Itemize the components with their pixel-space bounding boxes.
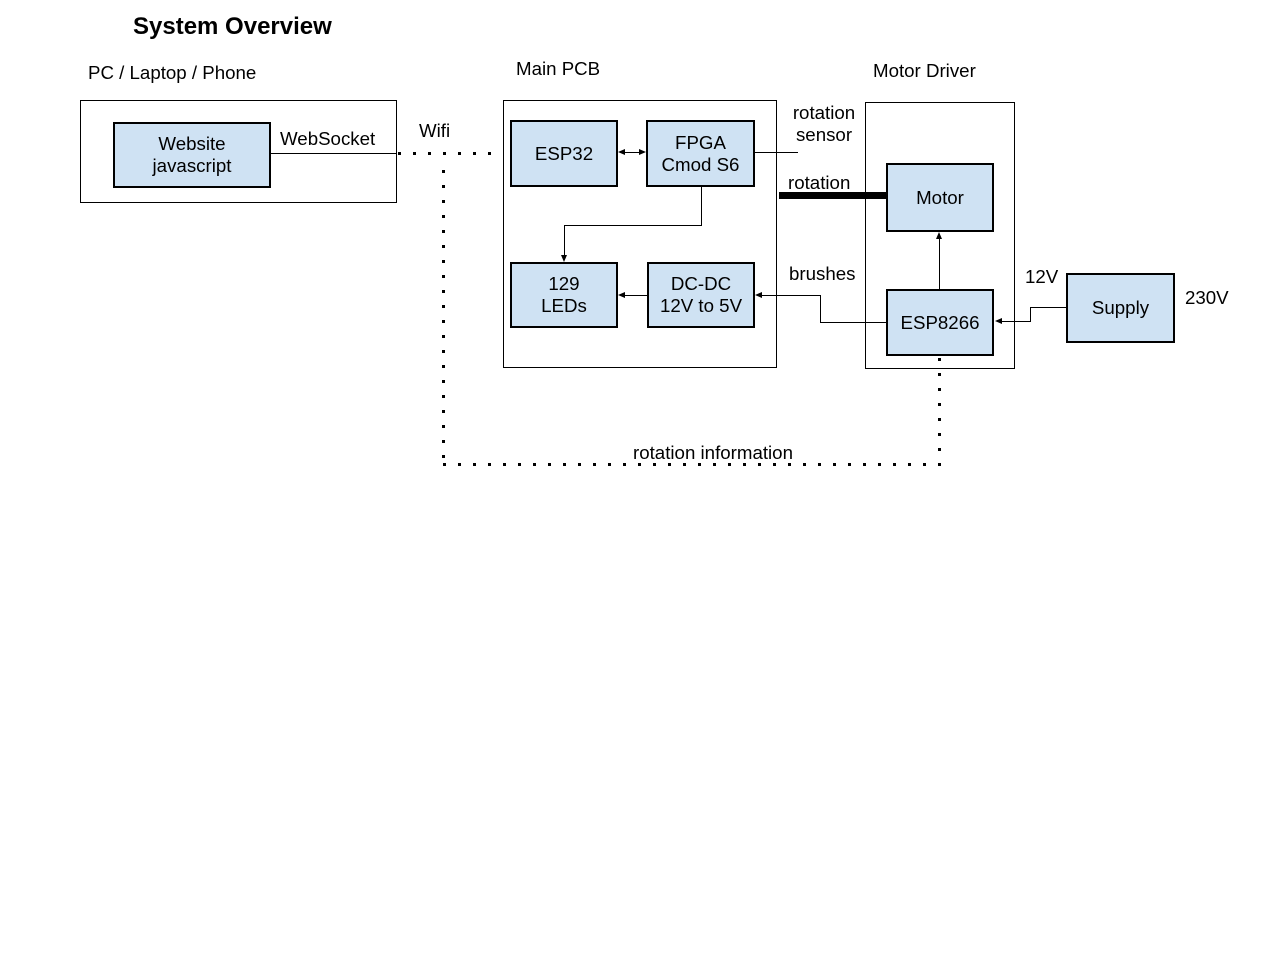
node-motor-label: Motor [916, 186, 964, 208]
group-main-pcb-box [503, 100, 777, 368]
connector-dcdc-leds-line [625, 295, 647, 296]
edge-label-wifi: Wifi [419, 120, 451, 141]
connector-supply-h2 [1002, 321, 1030, 322]
edge-label-websocket: WebSocket [280, 128, 376, 149]
page-title: System Overview [133, 13, 332, 40]
node-fpga-cmod-s6: FPGA Cmod S6 [646, 120, 755, 187]
arrowhead-esp32-left [618, 149, 625, 155]
connector-websocket-line [270, 153, 397, 154]
group-pc-label: PC / Laptop / Phone [88, 62, 257, 83]
group-motor-driver-label: Motor Driver [873, 60, 976, 81]
node-website-javascript-label: Website javascript [152, 133, 232, 176]
node-esp8266-label: ESP8266 [900, 311, 980, 333]
node-fpga-cmod-s6-label: FPGA Cmod S6 [661, 131, 740, 175]
connector-supply-v [1030, 307, 1031, 322]
dotted-wifi-line [398, 152, 503, 155]
node-esp8266: ESP8266 [886, 289, 994, 356]
node-esp32: ESP32 [510, 120, 618, 187]
connector-brushes-h1 [762, 295, 820, 296]
edge-label-12v: 12V [1025, 266, 1059, 287]
node-supply: Supply [1066, 273, 1175, 343]
node-motor: Motor [886, 163, 994, 232]
node-129-leds-label: 129 LEDs [541, 273, 587, 316]
arrowhead-into-leds-right [618, 292, 625, 298]
arrowhead-into-motor [936, 232, 942, 239]
dotted-left-vertical [442, 170, 445, 464]
connector-supply-h1 [1030, 307, 1066, 308]
arrowhead-into-esp8266 [995, 318, 1002, 324]
edge-label-brushes: brushes [789, 263, 856, 284]
connector-leds-down [564, 225, 565, 256]
node-129-leds: 129 LEDs [510, 262, 618, 328]
edge-label-rotation: rotation [788, 172, 851, 193]
connector-brushes-v [820, 295, 821, 322]
arrowhead-fpga-right [639, 149, 646, 155]
connector-fpga-down [701, 187, 702, 225]
edge-label-230v: 230V [1185, 287, 1229, 308]
edge-label-rotation-information: rotation information [633, 442, 793, 463]
dotted-bottom-horizontal [443, 463, 943, 466]
connector-esp32-fpga-line [624, 152, 640, 153]
connector-fpga-leds-horizontal [564, 225, 702, 226]
node-esp32-label: ESP32 [534, 142, 594, 164]
node-dcdc-converter-label: DC-DC 12V to 5V [659, 273, 743, 316]
group-pc-box [80, 100, 397, 203]
arrowhead-into-dcdc [755, 292, 762, 298]
connector-rotation-sensor-stub [755, 152, 798, 153]
node-website-javascript: Website javascript [113, 122, 271, 188]
arrowhead-into-leds-top [561, 255, 567, 262]
connector-brushes-h2 [820, 322, 886, 323]
node-dcdc-converter: DC-DC 12V to 5V [647, 262, 755, 328]
connector-esp8266-motor [939, 239, 940, 289]
connector-rotation-shaft [779, 192, 886, 199]
group-main-pcb-label: Main PCB [516, 58, 601, 79]
node-supply-label: Supply [1091, 297, 1150, 318]
dotted-right-vertical [938, 358, 941, 463]
edge-label-rotation-sensor: rotation sensor [792, 102, 856, 145]
